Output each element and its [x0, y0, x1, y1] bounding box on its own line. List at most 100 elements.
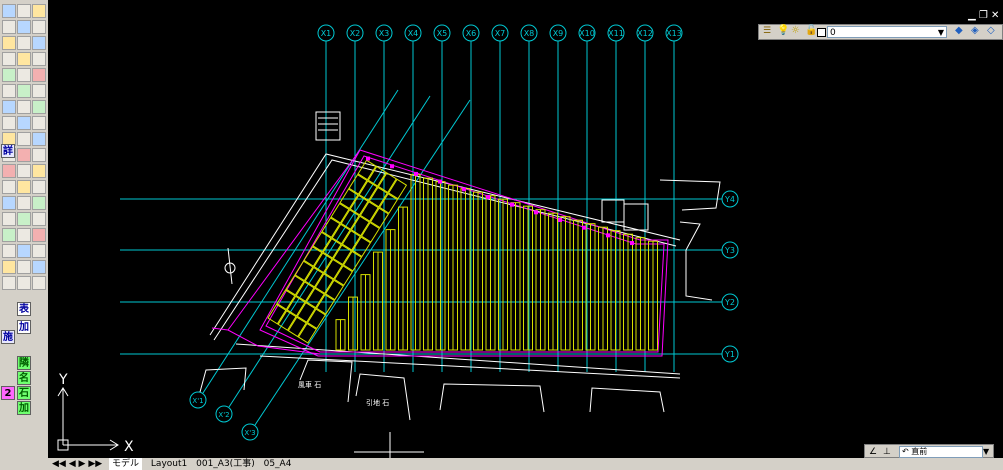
tool-button[interactable] — [32, 4, 46, 18]
tool-button[interactable] — [17, 212, 31, 226]
detail-button[interactable]: 詳 — [1, 144, 15, 158]
tool-button[interactable] — [32, 36, 46, 50]
tool-button[interactable] — [2, 276, 16, 290]
tool-button[interactable] — [17, 68, 31, 82]
tool-button[interactable] — [32, 228, 46, 242]
tool-button[interactable] — [17, 260, 31, 274]
tool-button[interactable] — [2, 244, 16, 258]
tool-button[interactable] — [32, 164, 46, 178]
diagonal-panel-cell — [358, 180, 378, 202]
minimize-icon[interactable]: ▁ — [968, 10, 976, 21]
number-button[interactable]: 2 — [1, 386, 15, 400]
tool-button[interactable] — [17, 36, 31, 50]
roof-boundary — [265, 155, 665, 353]
tool-button[interactable] — [32, 244, 46, 258]
roof-marker — [630, 241, 634, 246]
tool-button[interactable] — [32, 260, 46, 274]
tool-button[interactable] — [17, 132, 31, 146]
tool-button[interactable] — [32, 132, 46, 146]
tab-001-a3[interactable]: 001_A3(工事) — [196, 459, 255, 469]
tool-button[interactable] — [32, 212, 46, 226]
tab-model[interactable]: モデル — [109, 458, 143, 470]
tool-button[interactable] — [17, 84, 31, 98]
tool-button[interactable] — [32, 276, 46, 290]
tab-next-icon[interactable]: ▶ — [78, 459, 86, 469]
color-swatch[interactable] — [817, 28, 826, 37]
tool-button[interactable] — [17, 52, 31, 66]
annotation-left: 風車 石 — [298, 380, 321, 389]
grid-column-bubble — [404, 24, 422, 42]
tool-button[interactable] — [17, 244, 31, 258]
tool-button[interactable] — [17, 100, 31, 114]
tool-button[interactable] — [2, 4, 16, 18]
tab-first-icon[interactable]: ◀◀ — [52, 459, 66, 469]
grid-column-bubble — [520, 24, 538, 42]
tool-button[interactable] — [32, 180, 46, 194]
tool-button[interactable] — [32, 148, 46, 162]
table-button[interactable]: 表 — [17, 302, 31, 316]
tool-button[interactable] — [32, 52, 46, 66]
tool-button[interactable] — [2, 164, 16, 178]
close-icon[interactable]: ✕ — [991, 10, 1000, 21]
grid-column-bubble — [607, 24, 625, 42]
tab-last-icon[interactable]: ▶▶ — [88, 459, 103, 469]
tool-button[interactable] — [2, 84, 16, 98]
tool-button[interactable] — [2, 212, 16, 226]
tool-button[interactable] — [2, 180, 16, 194]
tool-button[interactable] — [17, 148, 31, 162]
neighbor-outline — [679, 221, 713, 301]
chevron-down-icon[interactable]: ▼ — [937, 28, 944, 37]
lock-icon[interactable]: 🔓 — [805, 25, 818, 36]
tool-button[interactable] — [2, 196, 16, 210]
chevron-down-icon[interactable]: ▼ — [983, 447, 990, 456]
tool-button[interactable] — [17, 180, 31, 194]
tool-button[interactable] — [17, 228, 31, 242]
add2-button[interactable]: 加 — [17, 401, 31, 415]
tool-button[interactable] — [32, 68, 46, 82]
tool-button[interactable] — [17, 196, 31, 210]
tool-button[interactable] — [2, 36, 16, 50]
layer-state-icon[interactable]: ☰ — [763, 26, 772, 36]
tool-button[interactable] — [17, 4, 31, 18]
tab-layout1[interactable]: Layout1 — [150, 459, 188, 469]
layer-previous-icon[interactable]: ◈ — [971, 25, 979, 36]
name-button[interactable]: 名 — [17, 371, 31, 385]
tool-button[interactable] — [2, 116, 16, 130]
neighbor-button[interactable]: 隣 — [17, 356, 31, 370]
construct-button[interactable]: 施 — [1, 330, 15, 344]
angle-icon[interactable]: ∠ — [869, 447, 878, 457]
add-button[interactable]: 加 — [17, 320, 31, 334]
ruler-icon[interactable]: ⊥ — [883, 447, 891, 457]
toolbar-column-1 — [2, 4, 16, 292]
tool-button[interactable] — [17, 164, 31, 178]
tool-button[interactable] — [2, 260, 16, 274]
tab-05-a4[interactable]: 05_A4 — [263, 459, 292, 469]
tool-button[interactable] — [2, 228, 16, 242]
undo-field[interactable]: ↶ 直前 — [899, 446, 983, 458]
bulb-icon[interactable]: 💡 — [777, 25, 790, 36]
tool-button[interactable] — [2, 68, 16, 82]
layer-manager-icon[interactable]: ◆ — [955, 25, 963, 36]
tool-button[interactable] — [32, 196, 46, 210]
sun-icon[interactable]: ☼ — [791, 25, 800, 36]
tool-button[interactable] — [17, 276, 31, 290]
neighbor-outline — [299, 359, 353, 403]
layer-match-icon[interactable]: ◇ — [987, 25, 995, 36]
stone-button[interactable]: 石 — [17, 386, 31, 400]
tool-button[interactable] — [2, 52, 16, 66]
tool-button[interactable] — [32, 116, 46, 130]
tool-button[interactable] — [32, 20, 46, 34]
tool-button[interactable] — [17, 116, 31, 130]
tool-button[interactable] — [2, 20, 16, 34]
layer-combo[interactable]: 0 ▼ — [827, 26, 947, 38]
tool-button[interactable] — [32, 100, 46, 114]
restore-icon[interactable]: ❐ — [978, 10, 988, 21]
tool-button[interactable] — [2, 100, 16, 114]
tab-prev-icon[interactable]: ◀ — [68, 459, 76, 469]
tool-button[interactable] — [32, 84, 46, 98]
tool-button[interactable] — [17, 20, 31, 34]
diagonal-panel-cell — [378, 193, 399, 214]
drawing-canvas[interactable] — [48, 0, 1003, 458]
grid-row-label: Y2 — [724, 298, 735, 307]
